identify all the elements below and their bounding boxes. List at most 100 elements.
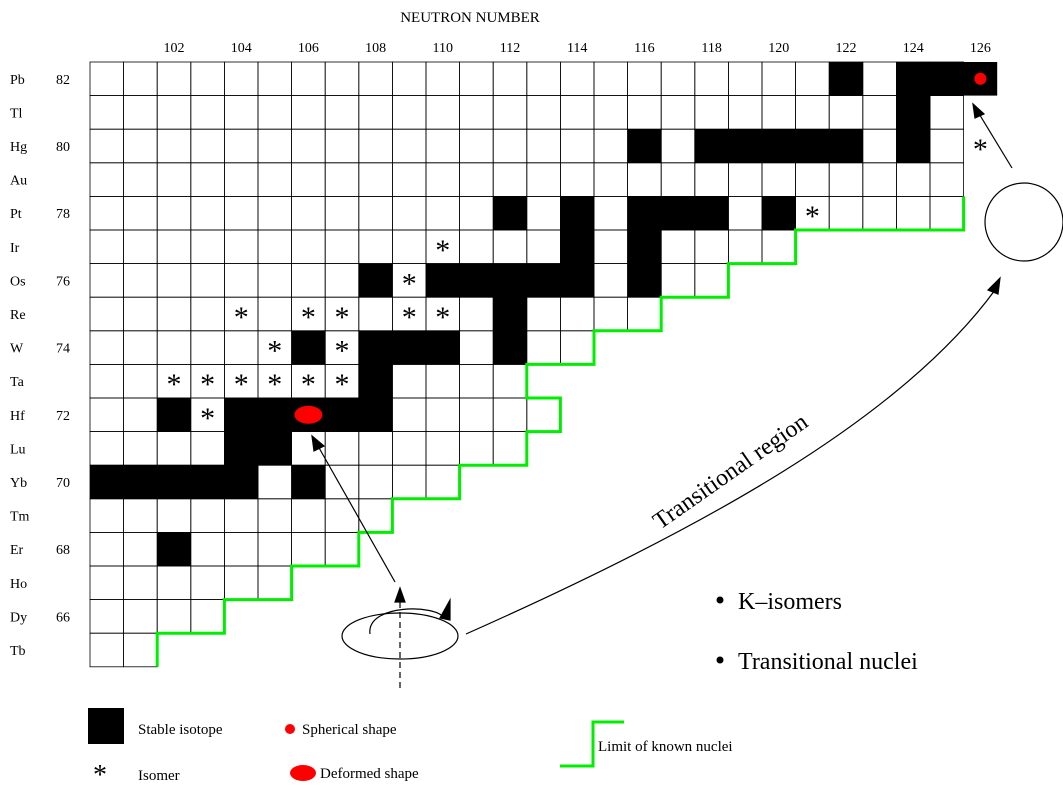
neutron-tick-label: 124 xyxy=(903,41,924,56)
grid-cell xyxy=(459,195,494,231)
grid-cell xyxy=(123,431,158,466)
isomer-mark: * xyxy=(973,133,988,166)
grid-cell xyxy=(391,61,427,96)
proton-number-label: 78 xyxy=(56,207,70,222)
grid-cell xyxy=(862,61,897,96)
stable-isotope-cell xyxy=(560,263,594,298)
grid-cell xyxy=(257,263,292,298)
stable-isotope-cell xyxy=(291,330,326,365)
isomer-mark: * xyxy=(167,402,182,435)
grid-cell xyxy=(459,95,494,130)
stable-isotope-cell xyxy=(694,196,729,230)
stable-isotope-cell xyxy=(829,129,863,163)
proton-number-label: 76 xyxy=(56,274,70,289)
isomer-mark: * xyxy=(301,335,316,368)
element-symbol-label: Lu xyxy=(10,442,26,457)
stable-isotope-cell xyxy=(123,465,158,499)
grid-cell xyxy=(156,195,192,231)
isomer-mark: * xyxy=(335,368,350,401)
grid-cell xyxy=(324,498,360,533)
stable-isotope-cell xyxy=(493,263,527,298)
grid-cell xyxy=(425,397,460,432)
grid-cell xyxy=(89,599,124,634)
grid-cell xyxy=(190,431,225,466)
isomer-mark: * xyxy=(200,402,215,435)
grid-cell xyxy=(593,128,628,164)
grid-cell xyxy=(190,229,225,264)
grid-cell xyxy=(795,162,830,197)
grid-cell xyxy=(257,565,292,600)
grid-cell xyxy=(358,195,393,231)
isomer-mark: * xyxy=(234,402,249,435)
grid-cell xyxy=(89,397,124,432)
legend-deformed-label: Deformed shape xyxy=(320,766,419,782)
grid-cell xyxy=(223,263,259,298)
grid-cell xyxy=(190,162,225,197)
grid-cell xyxy=(391,464,427,500)
stable-isotope-cell xyxy=(426,330,460,365)
legend-stable-swatch xyxy=(88,708,124,744)
neutron-tick-label: 110 xyxy=(433,41,453,56)
grid-cell xyxy=(123,263,158,298)
grid-cell xyxy=(89,532,124,567)
isomer-mark: * xyxy=(234,301,249,334)
legend: Stable isotope Spherical shape * Isomer … xyxy=(88,708,733,791)
grid-cell xyxy=(593,229,628,264)
transitional-arc-head xyxy=(986,276,1001,295)
legend-limit-label: Limit of known nuclei xyxy=(598,739,733,755)
grid-cell xyxy=(223,162,259,197)
grid-cell xyxy=(593,162,628,197)
element-symbol-label: Tb xyxy=(10,644,26,659)
grid-cell xyxy=(190,195,225,231)
grid-cell xyxy=(459,162,494,197)
grid-cell xyxy=(190,498,225,533)
grid-cell xyxy=(526,95,561,130)
transitional-region-label: Transitional region xyxy=(649,409,813,535)
grid-cell xyxy=(526,330,561,365)
grid-cell xyxy=(257,296,292,332)
grid-cell xyxy=(795,95,830,130)
spherical-shape-mark xyxy=(974,72,987,85)
grid-cell xyxy=(291,195,326,231)
grid-cell xyxy=(156,599,192,634)
grid-cell xyxy=(123,195,158,231)
known-nuclei-limit-line xyxy=(155,196,966,667)
grid-cell xyxy=(123,296,158,332)
grid-cell xyxy=(324,532,360,567)
grid-cell xyxy=(694,229,729,264)
k-isomers-label: K–isomers xyxy=(738,589,842,615)
neutron-tick-label: 116 xyxy=(634,41,654,56)
neutron-tick-label: 126 xyxy=(970,41,991,56)
grid-cell xyxy=(223,229,259,264)
grid-cell xyxy=(492,229,528,264)
element-symbol-label: Tl xyxy=(10,106,23,121)
grid-cell xyxy=(929,95,964,130)
grid-cell xyxy=(358,95,393,130)
pointer-to-hf-head xyxy=(311,434,326,452)
transitional-arc xyxy=(465,289,996,635)
isomer-mark: * xyxy=(234,368,249,401)
grid-cell xyxy=(324,464,360,500)
stable-isotope-cell xyxy=(358,263,393,298)
grid-cell xyxy=(492,363,528,399)
grid-cell xyxy=(291,498,326,533)
isomer-mark: * xyxy=(402,267,417,300)
grid-cell xyxy=(89,330,124,365)
grid-cell xyxy=(862,128,897,164)
grid-cell xyxy=(560,330,595,365)
grid-cell xyxy=(459,128,494,164)
grid-cell xyxy=(156,61,192,96)
neutron-tick-label: 108 xyxy=(365,41,386,56)
proton-number-label: 82 xyxy=(56,73,70,88)
grid-cell xyxy=(123,565,158,600)
element-symbol-label: Ta xyxy=(10,375,25,390)
grid-cell xyxy=(761,229,796,264)
grid-cell xyxy=(694,263,729,298)
grid-cell xyxy=(660,162,696,197)
grid-cell xyxy=(391,229,427,264)
stable-isotope-cell xyxy=(224,431,258,466)
grid-cell xyxy=(257,195,292,231)
grid-cell xyxy=(828,162,864,197)
grid-cell xyxy=(828,195,864,231)
rotation-arrow xyxy=(369,608,445,635)
